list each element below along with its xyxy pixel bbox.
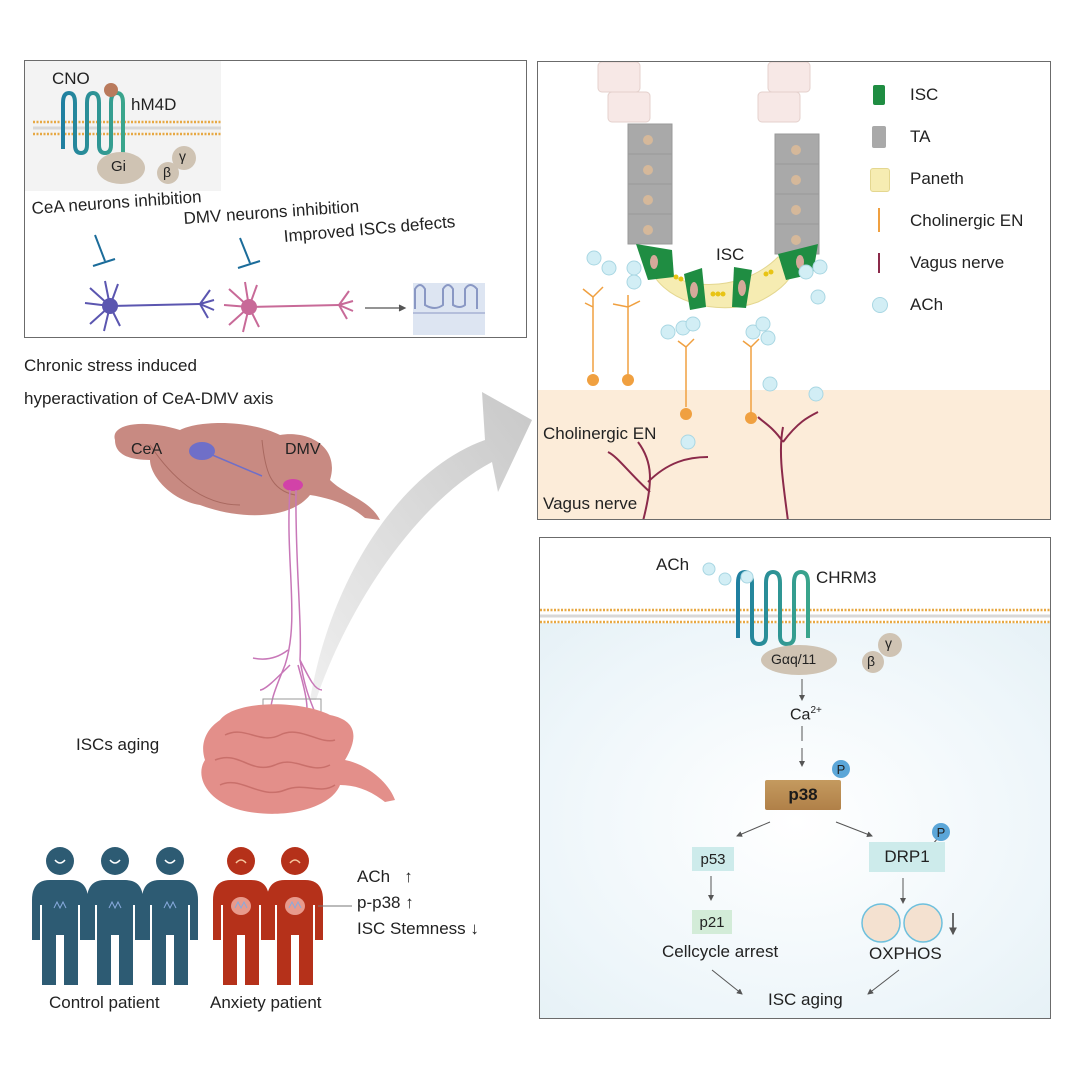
inhibition-bar-dmv [237, 237, 261, 269]
inhibition-bar-cea [92, 234, 116, 267]
mitochondria [861, 903, 943, 943]
isc-aging-label: ISC aging [768, 990, 843, 1009]
cno-label: CNO [52, 69, 90, 88]
vagus-nerve-icon [878, 253, 880, 273]
gi-label: Gi [111, 158, 126, 175]
finding-isc-stemness: ISC Stemness ↓ [357, 919, 479, 938]
brain-gut-graphic [114, 392, 532, 814]
cytoplasm [540, 623, 1050, 1018]
hm4d-receptor-graphic [33, 83, 221, 184]
upper-epithelium [597, 62, 811, 123]
gaq-protein [761, 645, 837, 675]
finding-ach: ACh ↑ [357, 867, 413, 886]
vagal-fibers [252, 489, 323, 721]
beta-label: β [867, 653, 876, 669]
pathway-graphic [540, 562, 1050, 995]
dmv-label: DMV [285, 441, 321, 458]
hm4d-label: hM4D [131, 95, 177, 114]
g-gamma [172, 146, 196, 170]
control-patient-label: Control patient [49, 993, 160, 1012]
gamma-label: γ [885, 635, 892, 651]
chronic-stress-title-line1: Chronic stress induced [24, 356, 197, 375]
chronic-stress-title-line2: hyperactivation of CeA-DMV axis [24, 389, 274, 408]
patients-graphic [32, 847, 352, 985]
gaq-label: Gαq/11 [771, 651, 817, 667]
beta-label: β [163, 164, 172, 180]
vagus-region-label: Vagus nerve [543, 494, 638, 513]
finding-pp38: p-p38 ↑ [357, 893, 414, 912]
beta-subunit [862, 651, 884, 673]
p38-node: p38 [765, 780, 841, 810]
control-patient-figure [142, 847, 198, 985]
pathway-ach-label: ACh [656, 555, 690, 574]
dmv-nucleus [283, 479, 303, 491]
p53-node: p53 [692, 847, 734, 871]
cno-ligand [104, 83, 118, 97]
cea-label: CeA [131, 441, 163, 458]
arrow [365, 304, 407, 312]
ta-cells [627, 123, 820, 255]
dreadd-panel: CNO hM4D Gi β γ CeA neurons inhibition D… [24, 60, 527, 338]
cholinergic-neuron-icon [878, 208, 880, 232]
paneth-cell-icon [870, 168, 890, 192]
chrm3-label: CHRM3 [816, 568, 877, 587]
submucosa-region [538, 390, 1050, 519]
control-patient-figure [87, 847, 143, 985]
cellcycle-arrest-label: Cellcycle arrest [662, 942, 779, 961]
ach-molecules [586, 250, 828, 450]
cea-nucleus [189, 442, 215, 460]
anxiety-patient-figure [213, 847, 269, 985]
crypt-panel: ISC Cholinergic EN Vagus nerve ISC TA Pa… [537, 61, 1051, 520]
pathway-panel: ACh CHRM3 Gαq/11 β γ Ca2+ p38 P p53 p21 … [539, 537, 1051, 1019]
iscs-aging-label: ISCs aging [76, 735, 160, 754]
drp1-node: DRP1 [869, 842, 945, 872]
cea-neuron [84, 280, 215, 332]
enteric-region-label: Cholinergic EN [543, 424, 657, 443]
anxiety-patient-figure [267, 847, 323, 985]
intestine [201, 704, 395, 814]
improved-crypt-icon [413, 283, 485, 335]
zoom-arrow [310, 392, 532, 700]
calcium-label: Ca2+ [790, 705, 822, 724]
crypt-isc-label: ISC [716, 245, 745, 264]
neurons-graphic [84, 234, 485, 335]
p21-node: p21 [692, 910, 732, 934]
hm4d-receptor [61, 90, 125, 156]
gi-protein [97, 152, 145, 184]
anxiety-patient-label: Anxiety patient [210, 993, 322, 1012]
isc-cell-icon [873, 85, 885, 105]
dmv-neuron [223, 281, 354, 333]
brain [114, 423, 381, 520]
p38-phospho-badge: P [832, 760, 850, 778]
gamma-label: γ [179, 148, 186, 164]
enteric-neurons [582, 286, 760, 417]
drp1-phospho-badge: P [932, 823, 950, 841]
gamma-subunit [878, 633, 902, 657]
oxphos-label: OXPHOS [869, 944, 942, 963]
vagus-fibers [607, 411, 819, 519]
ach-ligands [702, 562, 754, 586]
ach-molecule-icon [872, 297, 888, 313]
control-patient-figure [32, 847, 88, 985]
g-beta [157, 162, 179, 184]
ta-cell-icon [872, 126, 886, 148]
crypt-graphic [582, 62, 828, 519]
